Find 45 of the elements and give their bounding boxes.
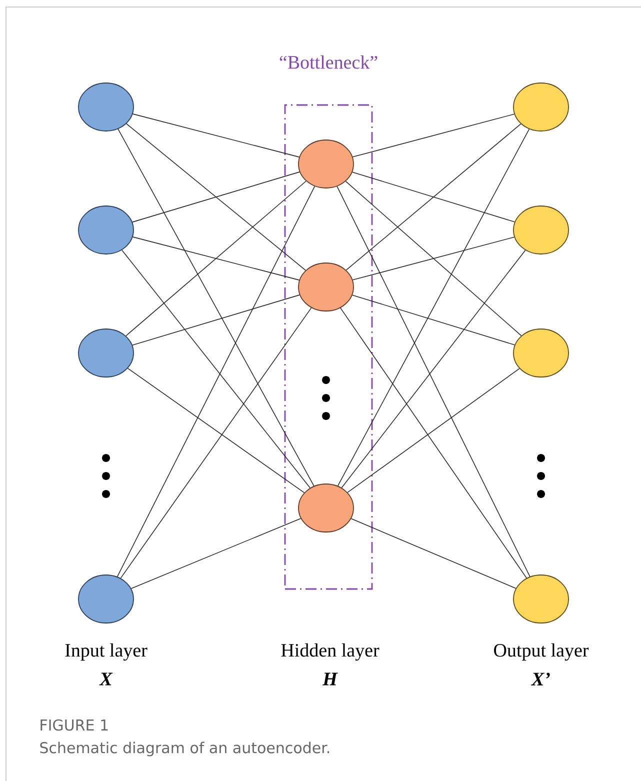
connection-line bbox=[346, 124, 522, 270]
connection-line bbox=[132, 294, 300, 346]
connection-line bbox=[130, 518, 302, 589]
connection-line bbox=[352, 114, 515, 158]
connection-line bbox=[118, 128, 314, 486]
connection-line bbox=[337, 128, 530, 486]
neuron-circle bbox=[78, 574, 134, 624]
connection-line bbox=[336, 186, 530, 577]
neuron-circle bbox=[513, 574, 569, 624]
layer-label: Hidden layer bbox=[281, 643, 380, 661]
caption: Schematic diagram of an autoencoder. bbox=[40, 742, 330, 756]
connection-line bbox=[132, 114, 300, 158]
node-label: “Bottleneck” bbox=[280, 55, 378, 69]
neuron-circle bbox=[513, 82, 569, 132]
connection-line bbox=[340, 308, 527, 578]
connection-line bbox=[126, 180, 306, 336]
connection-line bbox=[126, 123, 306, 271]
variable-label: X’ bbox=[531, 672, 550, 686]
neuron-circle bbox=[298, 262, 354, 312]
connection-line bbox=[345, 180, 522, 336]
figure-number: FIGURE 1 bbox=[40, 719, 108, 731]
connection-line bbox=[122, 250, 310, 488]
connection-line bbox=[116, 186, 316, 578]
neuron-circle bbox=[513, 328, 569, 378]
layer-label: Input layer bbox=[65, 643, 148, 661]
connection-line bbox=[127, 368, 305, 494]
layer-label: Output layer bbox=[494, 643, 589, 661]
neuron-circle bbox=[513, 206, 569, 254]
connection-line bbox=[350, 518, 516, 589]
connection-line bbox=[120, 307, 312, 579]
connection-line bbox=[352, 172, 516, 222]
neuron-circle bbox=[78, 206, 134, 254]
connection-line bbox=[132, 172, 300, 222]
connection-line bbox=[352, 236, 515, 280]
neuron-circle bbox=[298, 140, 354, 188]
connection-line bbox=[352, 294, 516, 346]
connection-line bbox=[347, 368, 520, 493]
neuron-circle bbox=[78, 328, 134, 378]
neuron-circle bbox=[298, 484, 354, 532]
variable-label: X bbox=[99, 672, 113, 686]
bottleneck-box: “Bottleneck” bbox=[280, 55, 378, 590]
variable-label: H bbox=[322, 672, 338, 686]
neuron-circle bbox=[78, 82, 134, 132]
connection-line bbox=[132, 236, 300, 280]
connection-line bbox=[341, 250, 526, 488]
